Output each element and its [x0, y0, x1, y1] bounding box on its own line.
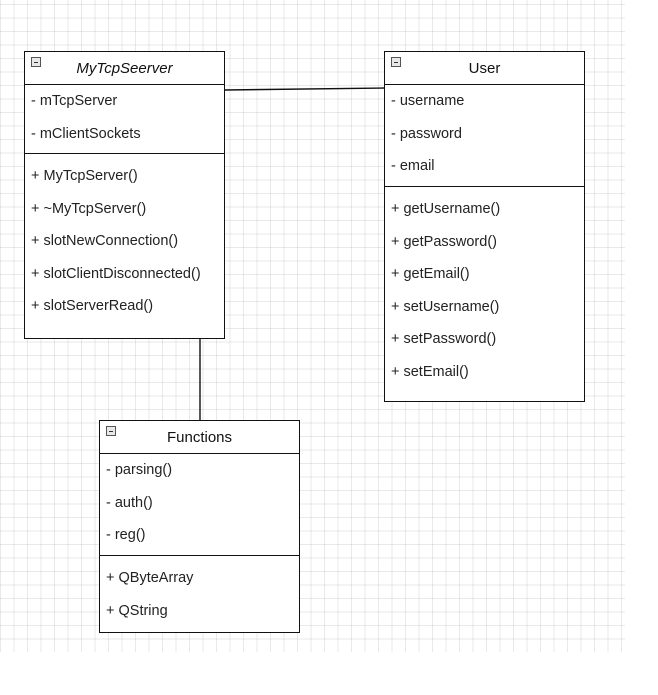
operation[interactable]: + slotServerRead() [31, 298, 154, 314]
operations-section: + MyTcpServer() + ~MyTcpServer() + slotN… [25, 154, 224, 331]
attributes-section: - mTcpServer - mClientSockets [25, 85, 224, 154]
operation[interactable]: + getUsername() [391, 201, 501, 217]
operation[interactable]: + setPassword() [391, 331, 497, 347]
class-user[interactable]: User - username - password - email + get… [384, 51, 585, 402]
minus-square-icon[interactable] [106, 426, 116, 436]
attribute[interactable]: - auth() [106, 494, 153, 511]
operation[interactable]: + QByteArray [106, 570, 194, 586]
operations-section: + getUsername() + getPassword() + getEma… [385, 187, 584, 396]
operation[interactable]: + getEmail() [391, 266, 470, 282]
class-mytcpseerver[interactable]: MyTcpSeerver - mTcpServer - mClientSocke… [24, 51, 225, 339]
class-name: Functions [166, 428, 233, 446]
attribute[interactable]: - parsing() [106, 462, 173, 478]
attribute[interactable]: - reg() [106, 527, 146, 543]
attribute[interactable]: - username [391, 93, 465, 109]
operations-section: + QByteArray + QString [100, 556, 299, 635]
operation[interactable]: + QString [106, 602, 168, 619]
class-header[interactable]: MyTcpSeerver [25, 52, 224, 85]
class-name: User [468, 59, 501, 77]
minus-square-icon[interactable] [391, 57, 401, 67]
operation[interactable]: + ~MyTcpServer() [31, 200, 147, 217]
attributes-section: - username - password - email [385, 85, 584, 187]
operation[interactable]: + slotNewConnection() [31, 233, 179, 249]
class-header[interactable]: User [385, 52, 584, 85]
minus-square-icon[interactable] [31, 57, 41, 67]
class-header[interactable]: Functions [100, 421, 299, 454]
attributes-section: - parsing() - auth() - reg() [100, 454, 299, 556]
attribute[interactable]: - password [391, 125, 462, 142]
operation[interactable]: + MyTcpServer() [31, 168, 138, 184]
attribute[interactable]: - mClientSockets [31, 125, 141, 142]
operation[interactable]: + setEmail() [391, 363, 469, 380]
attribute[interactable]: - email [391, 158, 435, 174]
operation[interactable]: + getPassword() [391, 233, 497, 250]
attribute[interactable]: - mTcpServer [31, 93, 118, 109]
operation[interactable]: + setUsername() [391, 298, 500, 315]
class-name: MyTcpSeerver [76, 59, 173, 77]
class-functions[interactable]: Functions - parsing() - auth() - reg() +… [99, 420, 300, 633]
operation[interactable]: + slotClientDisconnected() [31, 265, 201, 282]
